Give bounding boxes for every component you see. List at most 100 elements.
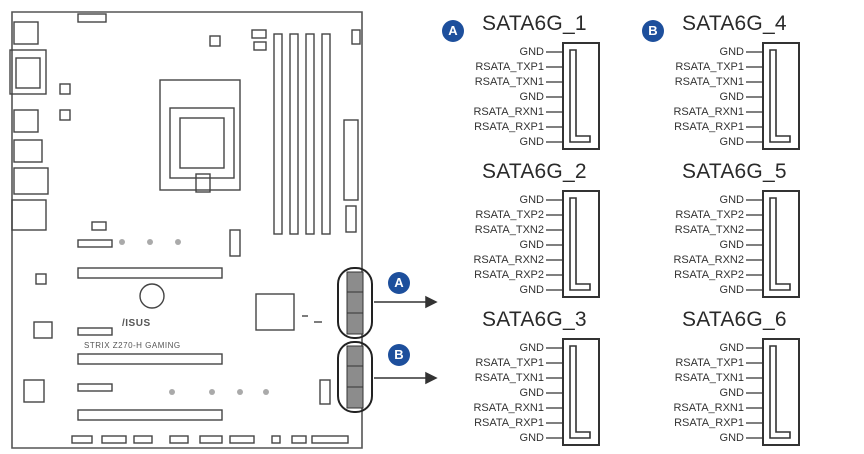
pin-label: RSATA_TXP1 xyxy=(675,61,744,73)
pin-label: RSATA_RXP1 xyxy=(474,417,544,429)
dimm-slot xyxy=(289,33,299,235)
pin-label: GND xyxy=(519,284,544,296)
pin-label: RSATA_TXN1 xyxy=(474,76,544,88)
io-port xyxy=(59,83,71,95)
pin-label: RSATA_TXP2 xyxy=(675,209,744,221)
small-header xyxy=(91,221,107,231)
pin-label: RSATA_TXP1 xyxy=(475,61,544,73)
pin-label: RSATA_RXN1 xyxy=(673,402,744,414)
pin-label: GND xyxy=(519,46,544,58)
io-port xyxy=(11,199,47,231)
board-model: STRIX Z270-H GAMING xyxy=(84,341,181,350)
cpu-socket xyxy=(159,79,241,191)
small-header xyxy=(319,379,331,405)
pin-label: RSATA_TXN1 xyxy=(674,372,744,384)
pin-label: GND xyxy=(719,194,744,206)
cpu-lever xyxy=(195,173,211,193)
pin-label: GND xyxy=(519,239,544,251)
pin-label: RSATA_TXN1 xyxy=(474,372,544,384)
standoff xyxy=(237,389,243,395)
bottom-header xyxy=(291,435,307,444)
chipset xyxy=(255,293,295,331)
pin-label: RSATA_TXN1 xyxy=(674,76,744,88)
cpu-socket-inner xyxy=(169,107,235,179)
pin-label: RSATA_RXN1 xyxy=(673,106,744,118)
pin-label: GND xyxy=(719,387,744,399)
pcie-x1-slot xyxy=(77,239,113,248)
connector-body xyxy=(762,190,800,298)
pcie-x16-slot xyxy=(77,409,223,421)
io-port xyxy=(13,109,39,133)
connector-body xyxy=(762,338,800,446)
pin-label: RSATA_RXP1 xyxy=(674,121,744,133)
io-port xyxy=(13,167,49,195)
standoff xyxy=(175,239,181,245)
pcie-x16-slot xyxy=(77,267,223,279)
pin-label: RSATA_RXN2 xyxy=(673,254,744,266)
dimm-slot xyxy=(273,33,283,235)
small-header xyxy=(23,379,45,403)
pcie-x1-slot xyxy=(77,327,113,336)
pin-label: GND xyxy=(719,136,744,148)
callout-badge-b: B xyxy=(388,344,410,366)
connector-badge: A xyxy=(442,20,464,42)
pin-label: GND xyxy=(519,194,544,206)
pin-label: GND xyxy=(519,136,544,148)
pin-label: RSATA_TXP2 xyxy=(475,209,544,221)
pin-label: GND xyxy=(719,342,744,354)
sata-port-group-a xyxy=(337,267,373,339)
pin-label: RSATA_RXN1 xyxy=(473,402,544,414)
pin-label: GND xyxy=(719,284,744,296)
small-header xyxy=(253,41,267,51)
small-header xyxy=(33,321,53,339)
pin-label: RSATA_RXP1 xyxy=(674,417,744,429)
connector-title: SATA6G_4 xyxy=(682,12,787,35)
io-port xyxy=(59,109,71,121)
pin-label: RSATA_RXP1 xyxy=(474,121,544,133)
bottom-header xyxy=(311,435,349,444)
io-port xyxy=(9,49,47,95)
bottom-header xyxy=(133,435,153,444)
dimm-slot xyxy=(305,33,315,235)
connector-title: SATA6G_2 xyxy=(482,160,587,183)
small-header xyxy=(345,205,357,233)
pin-label: RSATA_RXN2 xyxy=(473,254,544,266)
pin-label: GND xyxy=(719,239,744,251)
bottom-header xyxy=(229,435,255,444)
connector-title: SATA6G_1 xyxy=(482,12,587,35)
pin-label: GND xyxy=(519,91,544,103)
io-port xyxy=(13,139,43,163)
pin-label: RSATA_RXP2 xyxy=(674,269,744,281)
connector-title: SATA6G_5 xyxy=(682,160,787,183)
cpu-fan-header xyxy=(77,13,107,23)
io-port xyxy=(13,21,39,45)
standoff xyxy=(209,389,215,395)
connector-body xyxy=(762,42,800,150)
small-header xyxy=(251,29,267,39)
small-header xyxy=(209,35,221,47)
bottom-header xyxy=(169,435,189,444)
cmos-battery xyxy=(139,283,165,309)
pin-label: RSATA_TXP1 xyxy=(675,357,744,369)
standoff xyxy=(263,389,269,395)
bottom-header xyxy=(199,435,223,444)
pin-label: RSATA_TXN2 xyxy=(474,224,544,236)
standoff xyxy=(147,239,153,245)
connector-badge: B xyxy=(642,20,664,42)
bottom-header xyxy=(271,435,281,444)
atx-power xyxy=(343,119,359,201)
connector-body xyxy=(562,190,600,298)
pin-label: GND xyxy=(519,342,544,354)
standoff xyxy=(119,239,125,245)
pin-label: GND xyxy=(719,432,744,444)
pcie-x16-slot xyxy=(77,353,223,365)
callout-badge-a: A xyxy=(388,272,410,294)
